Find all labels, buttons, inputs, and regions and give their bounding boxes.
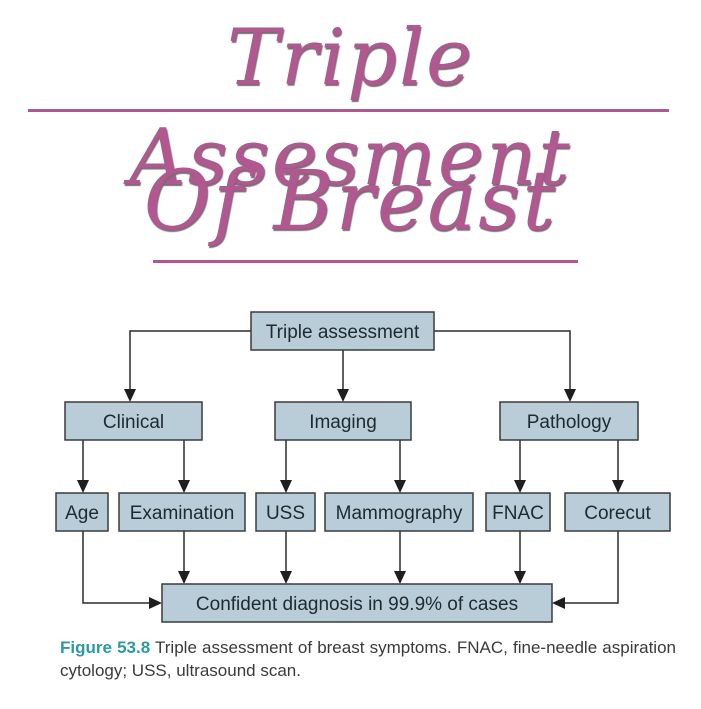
- node-corecut-label: Corecut: [584, 503, 651, 524]
- arrowhead: [178, 571, 190, 584]
- arrowhead: [394, 571, 406, 584]
- node-clinical-label: Clinical: [103, 412, 164, 433]
- arrowhead: [337, 389, 349, 402]
- arrowhead: [77, 480, 89, 493]
- node-examination-label: Examination: [130, 503, 235, 524]
- connector-root-pathology: [434, 330, 571, 396]
- node-clinical: Clinical: [64, 401, 203, 441]
- connector-corecut-outcome: [558, 531, 619, 604]
- figure-caption: Figure 53.8 Triple assessment of breast …: [60, 636, 676, 682]
- arrowhead: [552, 597, 565, 609]
- arrowhead: [564, 389, 576, 402]
- node-imaging: Imaging: [274, 401, 412, 441]
- connectors: [77, 330, 624, 609]
- node-mammography-label: Mammography: [336, 503, 463, 524]
- arrowhead: [612, 480, 624, 493]
- node-root: Triple assessment: [250, 311, 435, 351]
- caption-text: Triple assessment of breast symptoms. FN…: [60, 638, 676, 680]
- node-mammography: Mammography: [324, 492, 474, 532]
- node-outcome: Confident diagnosis in 99.9% of cases: [161, 583, 553, 623]
- node-imaging-label: Imaging: [309, 412, 377, 433]
- node-root-label: Triple assessment: [266, 322, 420, 343]
- connector-age-outcome: [82, 531, 156, 604]
- node-corecut: Corecut: [564, 492, 671, 532]
- node-age: Age: [55, 492, 109, 532]
- node-uss: USS: [255, 492, 316, 532]
- title-underline-1: [28, 109, 669, 112]
- node-pathology-label: Pathology: [527, 412, 612, 433]
- arrowhead: [124, 389, 136, 402]
- node-outcome-label: Confident diagnosis in 99.9% of cases: [196, 594, 518, 615]
- node-fnac-label: FNAC: [492, 503, 544, 524]
- arrowhead: [178, 480, 190, 493]
- title-line-1: Triple Assesment: [129, 13, 572, 203]
- arrowhead: [280, 571, 292, 584]
- node-age-label: Age: [65, 503, 99, 524]
- title-line-2: Of Breast: [143, 154, 558, 249]
- arrowhead: [149, 597, 162, 609]
- connector-root-clinical: [129, 330, 251, 396]
- title-underline-2: [153, 260, 578, 263]
- arrowhead: [514, 571, 526, 584]
- figure-label: Figure 53.8: [60, 638, 151, 657]
- arrowhead: [394, 480, 406, 493]
- node-uss-label: USS: [266, 503, 305, 524]
- arrowhead: [514, 480, 526, 493]
- node-fnac: FNAC: [485, 492, 551, 532]
- node-pathology: Pathology: [499, 401, 639, 441]
- node-examination: Examination: [118, 492, 246, 532]
- arrowhead: [280, 480, 292, 493]
